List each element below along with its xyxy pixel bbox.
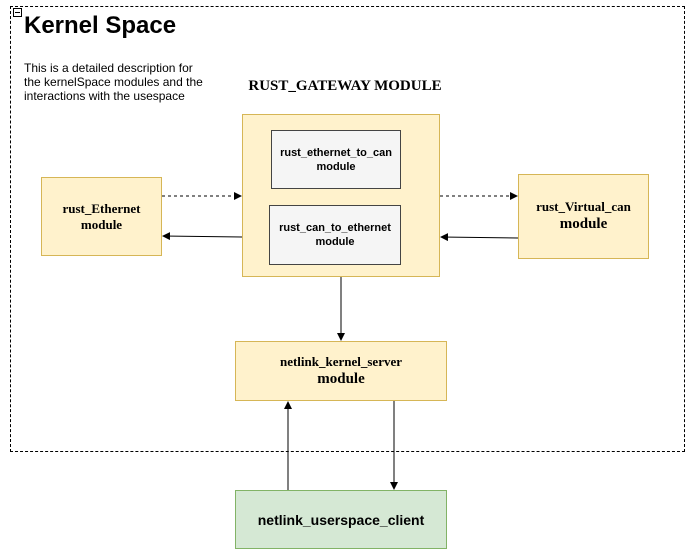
can-to-ethernet-name: rust_can_to_ethernet — [279, 222, 391, 234]
netlink-kernel-server-suffix: module — [317, 370, 365, 387]
rust-virtual-can-suffix: module — [559, 216, 608, 232]
rust-ethernet-box[interactable]: rust_Ethernet module — [41, 177, 162, 256]
rust-virtual-can-box[interactable]: rust_Virtual_can module — [518, 174, 649, 259]
netlink-userspace-client-box[interactable]: netlink_userspace_client — [235, 490, 447, 549]
gateway-to-ethernet-edge — [162, 232, 243, 241]
ethernet-to-can-name: rust_ethernet_to_can — [280, 146, 392, 159]
ethernet-to-can-box[interactable]: rust_ethernet_to_can module — [271, 130, 401, 189]
rust-ethernet-suffix: module — [80, 216, 123, 232]
virtual-can-to-gateway-edge — [440, 233, 519, 242]
gateway-module-label: RUST_GATEWAY MODULE — [248, 78, 442, 94]
netlink-kernel-server-box[interactable]: netlink_kernel_server module — [235, 341, 447, 401]
kernel-space-container — [10, 6, 685, 452]
can-to-ethernet-suffix: module — [315, 236, 355, 248]
rust-virtual-can-name: rust_Virtual_can — [536, 199, 631, 214]
kernel-space-title: Kernel Space — [24, 12, 177, 39]
can-to-ethernet-box[interactable]: rust_can_to_ethernet module — [269, 205, 401, 265]
collapse-icon[interactable] — [13, 8, 22, 17]
netlink-kernel-server-name: netlink_kernel_server — [279, 353, 403, 369]
netlink-userspace-client-label: netlink_userspace_client — [257, 511, 425, 528]
rust-ethernet-name: rust_Ethernet — [62, 200, 141, 216]
ethernet-to-can-suffix: module — [316, 160, 356, 173]
kernel-space-description: This is a detailed description for the k… — [24, 61, 203, 103]
